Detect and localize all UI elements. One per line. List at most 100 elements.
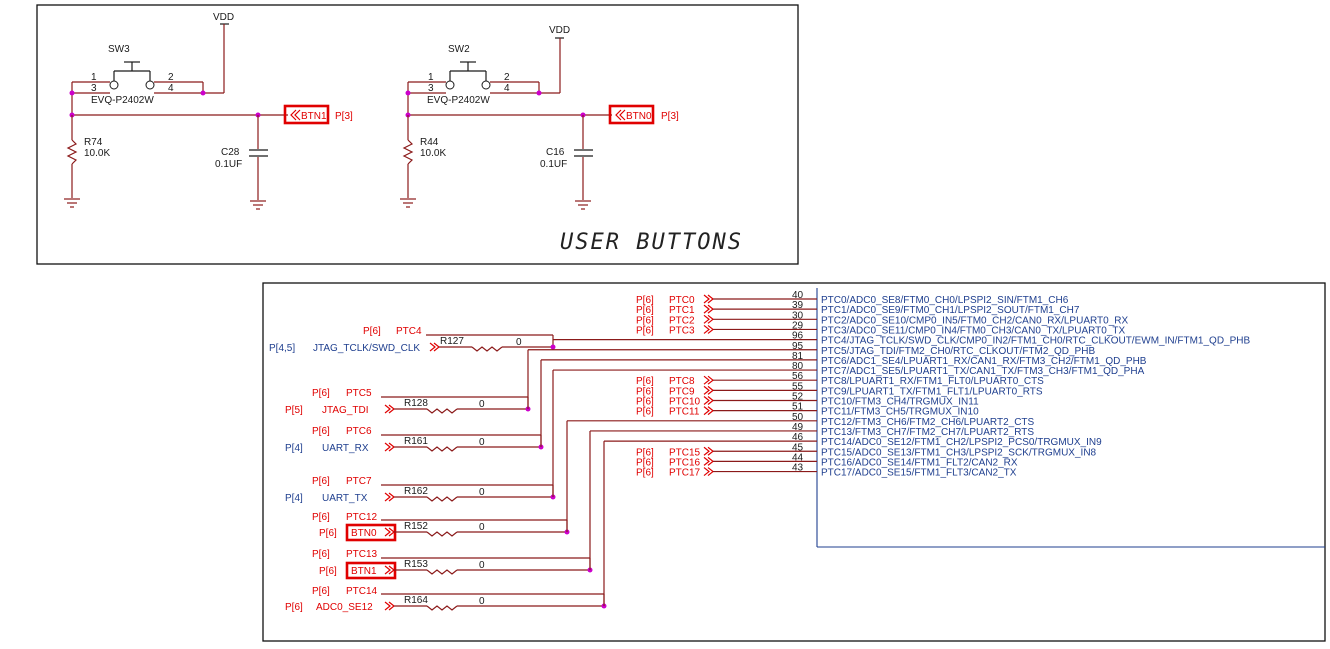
res-net-top-page: P[6] — [312, 476, 330, 487]
direct-net-label: PTC17 — [669, 468, 701, 479]
sw2-contact-right — [481, 80, 491, 90]
resistor-value: 0 — [479, 399, 485, 410]
res-net-bottom-page: P[6] — [319, 566, 337, 577]
user-buttons-title: USER BUTTONS — [560, 230, 743, 255]
sw3-contact-left — [109, 80, 119, 90]
user-buttons-frame — [36, 4, 799, 265]
direct-net-label: PTC16 — [669, 457, 701, 468]
direct-net-page: P[6] — [636, 305, 654, 316]
resistor-ref: R127 — [440, 336, 464, 347]
sw3-contact-right — [145, 80, 155, 90]
direct-net-label: PTC15 — [669, 447, 701, 458]
sw2-ref: SW2 — [448, 44, 470, 55]
direct-net-page: P[6] — [636, 397, 654, 408]
sw3-ref: SW3 — [108, 44, 130, 55]
ic-pin-function: PTC12/FTM3_CH6/FTM2_CH6/LPUART2_CTS — [821, 417, 1035, 428]
ic-pin-function: PTC2/ADC0_SE10/CMP0_IN5/FTM0_CH2/CAN0_RX… — [821, 315, 1128, 326]
port-arrow — [619, 109, 626, 121]
c28-value: 0.1UF — [215, 159, 242, 170]
r44-ref: R44 — [420, 137, 439, 148]
direct-net-page: P[6] — [636, 447, 654, 458]
sw2-pin1: 1 — [428, 72, 434, 83]
c16-ref: C16 — [546, 147, 565, 158]
sw3-pin4: 4 — [168, 83, 174, 94]
port-arrow — [703, 406, 710, 416]
port-arrow — [384, 527, 391, 537]
ic-pin-function: PTC1/ADC0_SE9/FTM0_CH1/LPSPI2_SOUT/FTM1_… — [821, 305, 1080, 316]
res-net-top-label: PTC5 — [346, 388, 372, 399]
direct-net-label: PTC1 — [669, 305, 695, 316]
res-net-bottom-label: BTN1 — [351, 566, 377, 577]
res-net-top-label: PTC14 — [346, 586, 378, 597]
ic-pin-function: PTC9/LPUART1_TX/FTM1_FLT1/LPUART0_RTS — [821, 386, 1043, 397]
res-net-bottom-label: BTN0 — [351, 528, 377, 539]
direct-net-page: P[6] — [636, 457, 654, 468]
r44-body — [402, 139, 414, 165]
port-arrow — [703, 314, 710, 324]
ic-pin-function: PTC6/ADC1_SE4/LPUART1_RX/CAN1_RX/FTM3_CH… — [821, 356, 1147, 367]
ic-pin-number: 55 — [792, 381, 804, 392]
junction — [69, 90, 75, 96]
port-arrow — [703, 324, 710, 334]
direct-net-page: P[6] — [636, 315, 654, 326]
ic-pin-function: PTC7/ADC1_SE5/LPUART1_TX/CAN1_TX/FTM3_CH… — [821, 366, 1145, 377]
button-circuit-sw3: VDD SW3 1 2 3 4 EVQ-P2402W R74 10.0K — [64, 12, 353, 210]
res-net-bottom-label: JTAG_TCLK/SWD_CLK — [313, 343, 420, 354]
res-net-top-page: P[6] — [312, 426, 330, 437]
btn1-net-label: BTN1 — [301, 111, 327, 122]
ic-pin-number: 44 — [792, 452, 804, 463]
resistor-ref: R161 — [404, 436, 428, 447]
ground-symbol — [400, 198, 416, 208]
ic-pin-function: PTC15/ADC0_SE13/FTM1_CH3/LPSPI2_SCK/TRGM… — [821, 447, 1097, 458]
junction — [200, 90, 206, 96]
sw2-pin2: 2 — [504, 72, 510, 83]
ic-pin-number: 56 — [792, 371, 804, 382]
ic-pin-number: 51 — [792, 402, 804, 413]
direct-net-label: PTC8 — [669, 376, 695, 387]
direct-net-page: P[6] — [636, 386, 654, 397]
port-arrow — [703, 396, 710, 405]
direct-net-page: P[6] — [636, 325, 654, 336]
direct-net-label: PTC3 — [669, 325, 695, 336]
r74-value: 10.0K — [84, 148, 110, 159]
btn0-page-ref: P[3] — [661, 111, 679, 122]
ground-symbol — [250, 200, 266, 210]
junction — [405, 90, 411, 96]
direct-net-page: P[6] — [636, 376, 654, 387]
ic-pin-function: PTC8/LPUART1_RX/FTM1_FLT0/LPUART0_CTS — [821, 376, 1044, 387]
resistor-ref: R128 — [404, 398, 428, 409]
port-arrow — [429, 342, 436, 352]
resistor-ref: R152 — [404, 521, 428, 532]
res-net-bottom-page: P[4] — [285, 443, 303, 454]
direct-net-label: PTC10 — [669, 397, 701, 408]
port-arrow — [384, 442, 391, 452]
ic-pin-function: PTC13/FTM3_CH7/FTM2_CH7/LPUART2_RTS — [821, 427, 1034, 438]
port-arrow — [615, 109, 622, 121]
sw2-contact-left — [445, 80, 455, 90]
port-arrow — [384, 565, 391, 575]
resistor-ref: R164 — [404, 595, 428, 606]
resistor-zigzag — [426, 446, 458, 452]
junction — [550, 344, 556, 350]
resistor-value: 0 — [516, 337, 522, 348]
resistor-ref: R162 — [404, 486, 428, 497]
resistor-zigzag — [471, 346, 503, 352]
button-circuit-sw2: VDD SW2 1 2 3 4 EVQ-P2402W R44 10.0K — [400, 25, 679, 210]
res-net-bottom-label: UART_RX — [322, 443, 369, 454]
ic-pin-function: PTC17/ADC0_SE15/FTM1_FLT3/CAN2_TX — [821, 468, 1017, 479]
btn1-page-ref: P[3] — [335, 111, 353, 122]
ic-pin-number: 52 — [792, 392, 804, 403]
direct-net-label: PTC0 — [669, 295, 695, 306]
r44-value: 10.0K — [420, 148, 446, 159]
sw2-part: EVQ-P2402W — [427, 95, 490, 106]
resistor-ref: R153 — [404, 559, 428, 570]
res-net-top-label: PTC12 — [346, 512, 378, 523]
ic-pin-number: 80 — [792, 361, 804, 372]
resistor-zigzag — [426, 496, 458, 502]
port-arrow — [294, 109, 301, 121]
sw2-pin3: 3 — [428, 83, 434, 94]
btn0-net-label: BTN0 — [626, 111, 652, 122]
res-net-top-label: PTC6 — [346, 426, 372, 437]
port-arrow — [703, 467, 710, 477]
res-net-top-page: P[6] — [312, 512, 330, 523]
